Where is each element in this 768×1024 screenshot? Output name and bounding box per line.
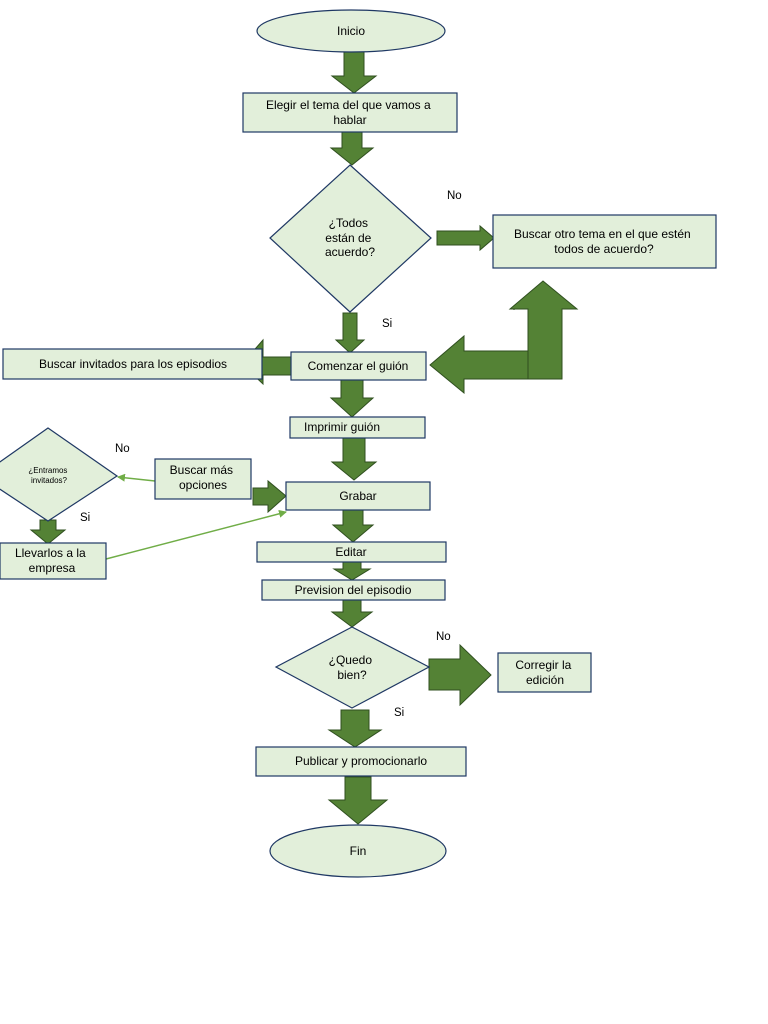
buscar-invitados-box: [2, 348, 263, 380]
arrow-down-inicio-elegir: [330, 50, 378, 94]
llevarlos-empresa-box: [0, 542, 107, 580]
todos-no-label: No: [447, 190, 462, 202]
quedo-bien-decision: [274, 626, 431, 709]
prevision-episodio-box: [261, 579, 446, 601]
arrow-return-head-up: [508, 280, 579, 380]
arrow-down-entramos-llevarlos: [29, 519, 67, 545]
grabar-box: [285, 481, 431, 511]
quedo-si-label: Si: [394, 707, 404, 719]
entramos-invitados-decision: [0, 427, 119, 522]
grabar-label: Grabar: [339, 489, 376, 503]
buscar-invitados-label: Buscar invitados para los episodios: [39, 357, 227, 371]
arrow-down-prevision-quedo: [330, 599, 374, 628]
todos-acuerdo-label: ¿Todos están de acuerdo?: [325, 216, 375, 259]
end-label: Fin: [350, 844, 367, 858]
arrow-down-elegir-todos: [329, 131, 375, 166]
arrow-right-todos-buscar-tema: [436, 224, 495, 252]
arrow-down-imprimir-grabar: [330, 437, 378, 481]
start-node: [256, 9, 446, 53]
entramos-si-label: Si: [80, 512, 90, 524]
elegir-tema-label: Elegir el tema del que vamos a hablar: [266, 98, 434, 127]
llevarlos-empresa-label: Llevarlos a la empresa: [15, 546, 89, 575]
line-llevarlos-grabar: [105, 509, 287, 560]
elegir-tema-box: [242, 92, 458, 133]
buscar-otro-tema-box: [492, 214, 717, 269]
editar-label: Editar: [335, 545, 366, 559]
corregir-edicion-label: Corregir la edición: [515, 658, 574, 687]
line-buscar-mas-entramos: [117, 473, 156, 482]
end-node: [269, 824, 447, 878]
buscar-mas-opciones-box: [154, 458, 252, 500]
imprimir-guion-box: [289, 416, 426, 439]
arrow-down-todos-comenzar: [334, 312, 366, 354]
quedo-no-label: No: [436, 631, 451, 643]
todos-acuerdo-decision: [269, 164, 432, 313]
arrow-down-quedo-publicar: [327, 709, 383, 748]
prevision-episodio-label: Prevision del episodio: [295, 583, 412, 597]
comenzar-guion-box: [290, 351, 427, 381]
buscar-mas-opciones-label: Buscar más opciones: [170, 463, 237, 492]
arrow-down-editar-prevision: [332, 561, 372, 581]
corregir-edicion-box: [497, 652, 592, 693]
arrow-down-publicar-fin: [327, 776, 389, 825]
imprimir-guion-label: Imprimir guión: [304, 420, 380, 434]
entramos-invitados-label: ¿Entramos invitados?: [28, 466, 69, 485]
quedo-bien-label: ¿Quedo bien?: [329, 653, 376, 682]
arrow-right-buscar-mas-grabar: [252, 479, 287, 514]
comenzar-guion-label: Comenzar el guión: [308, 359, 409, 373]
entramos-no-label: No: [115, 443, 130, 455]
buscar-otro-tema-label: Buscar otro tema en el que estén todos d…: [514, 227, 694, 256]
start-label: Inicio: [337, 24, 365, 38]
todos-si-label: Si: [382, 318, 392, 330]
arrow-right-quedo-corregir: [428, 643, 492, 707]
arrow-return-buscar-tema-comenzar: [429, 308, 543, 395]
publicar-label: Publicar y promocionarlo: [295, 754, 427, 768]
editar-box: [256, 541, 447, 563]
arrow-down-comenzar-imprimir: [329, 379, 375, 418]
publicar-box: [255, 746, 467, 777]
